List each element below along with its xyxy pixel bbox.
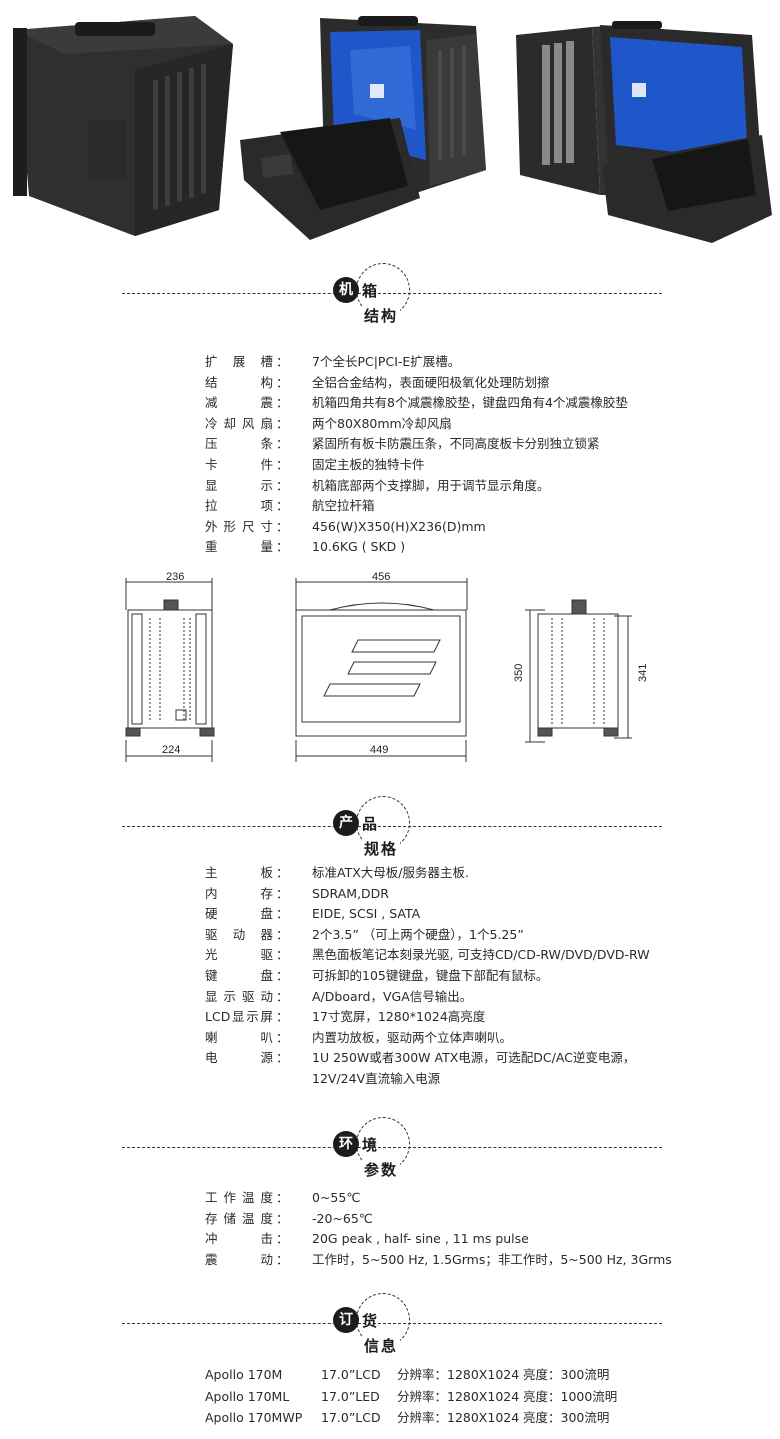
spec-row: 硬盘：EIDE, SCSI , SATA: [205, 906, 421, 922]
spec-row: 光驱：黑色面板笔记本刻录光驱, 可支持CD/CD-RW/DVD/DVD-RW: [205, 947, 650, 963]
spec-row: 冲击：20G peak , half- sine , 11 ms pulse: [205, 1231, 529, 1247]
section-badge: 环: [333, 1131, 359, 1157]
rear-view-drawing: [525, 599, 632, 743]
spec-row: 键盘：可拆卸的105键键盘，键盘下部配有鼠标。: [205, 967, 549, 983]
spec-row: 扩展槽：7个全长PC|PCI-E扩展槽。: [205, 354, 461, 369]
spec-row: 显示驱动：A/Dboard，VGA信号输出。: [205, 988, 473, 1004]
section-title-1: 箱: [362, 282, 378, 300]
spec-row: 电源：1U 250W或者300W ATX电源，可选配DC/AC逆变电源，: [205, 1050, 636, 1066]
spec-row: 主板：标准ATX大母板/服务器主板.: [205, 865, 469, 880]
section-badge: 订: [333, 1307, 359, 1333]
chassis-spec-list: 扩展槽：7个全长PC|PCI-E扩展槽。 结构：全铝合金结构，表面硬阳极氧化处理…: [205, 352, 725, 558]
resolution: 分辨率：1280X1024: [397, 1367, 520, 1382]
photo-closed-case: [13, 16, 233, 236]
section-badge: 产: [333, 810, 359, 836]
dim-rear-left: 350: [513, 664, 525, 682]
dimension-drawings: 236 224 456 449 350 341: [125, 571, 649, 762]
spec-row: 内存：SDRAM,DDR: [205, 885, 389, 901]
spec-row: LCD显示屏：17寸宽屏，1280*1024高亮度: [205, 1009, 486, 1025]
section-title-2: 信息: [362, 1335, 401, 1356]
section-header-product: 产 品 规格: [0, 796, 780, 866]
order-row: Apollo 170MWP 17.0”LCD 分辨率：1280X1024 亮度：…: [205, 1407, 725, 1429]
model-name: Apollo 170M: [205, 1367, 283, 1382]
dim-rear-right: 341: [637, 664, 649, 682]
dim-front-bottom: 449: [370, 744, 388, 756]
environment-spec-list: 工作温度：0~55℃ 存储温度：-20~65℃ 冲击：20G peak , ha…: [205, 1188, 725, 1270]
model-name: Apollo 170MWP: [205, 1410, 303, 1425]
section-title-2: 规格: [362, 838, 401, 859]
resolution: 分辨率：1280X1024: [397, 1388, 520, 1404]
screen-size: 17.0”LCD: [321, 1410, 381, 1425]
side-view-drawing: [125, 578, 215, 762]
resolution: 分辨率：1280X1024: [397, 1410, 520, 1425]
spec-row-continued: 12V/24V直流输入电源: [312, 1070, 441, 1086]
order-info-list: Apollo 170M 17.0”LCD 分辨率：1280X1024 亮度：30…: [205, 1364, 725, 1429]
section-header-order: 订 货 信息: [0, 1293, 780, 1363]
brightness: 亮度：300流明: [523, 1367, 610, 1382]
spec-row: 重量：10.6KG ( SKD ): [205, 539, 406, 555]
spec-row: 减震：机箱四角共有8个减震橡胶垫，键盘四角有4个减震橡胶垫: [205, 395, 628, 411]
brightness: 亮度：1000流明: [523, 1388, 618, 1404]
spec-row: 外形尺寸：456(W)X350(H)X236(D)mm: [205, 518, 486, 534]
screen-size: 17.0”LCD: [321, 1367, 381, 1382]
spec-row: 压条：紧固所有板卡防震压条，不同高度板卡分别独立锁紧: [205, 436, 600, 452]
dim-side-bottom: 224: [162, 744, 180, 756]
model-name: Apollo 170ML: [205, 1388, 290, 1404]
spec-row: 拉项：航空拉杆箱: [205, 498, 375, 514]
spec-row: 冷却风扇：两个80X80mm冷却风扇: [205, 415, 452, 431]
spec-row: 卡件：固定主板的独特卡件: [205, 456, 425, 472]
spec-row: 驱动器：2个3.5” （可上两个硬盘），1个5.25”: [205, 926, 524, 942]
spec-row: 喇叭：内置功放板，驱动两个立体声喇叭。: [205, 1029, 513, 1045]
photo-open-case: [240, 16, 486, 240]
order-row: Apollo 170M 17.0”LCD 分辨率：1280X1024 亮度：30…: [205, 1364, 725, 1386]
section-badge: 机: [333, 277, 359, 303]
photo-rear-view: [516, 21, 772, 243]
dim-side-top: 236: [166, 571, 184, 583]
spec-row: 结构：全铝合金结构，表面硬阳极氧化处理防划擦: [205, 374, 550, 390]
section-header-environment: 环 境 参数: [0, 1117, 780, 1187]
order-row: Apollo 170ML 17.0”LED 分辨率：1280X1024 亮度：1…: [205, 1386, 725, 1408]
dim-front-top: 456: [372, 571, 390, 583]
spec-row: 显示：机箱底部两个支撑脚，用于调节显示角度。: [205, 477, 550, 493]
spec-row: 存储温度：-20~65℃: [205, 1210, 373, 1226]
spec-row: 工作温度：0~55℃: [205, 1190, 361, 1205]
front-view-drawing: [295, 578, 468, 762]
screen-size: 17.0”LED: [321, 1388, 380, 1404]
section-title-2: 参数: [362, 1159, 401, 1180]
product-photos: [0, 0, 780, 250]
section-title-1: 品: [362, 815, 378, 833]
section-title-2: 结构: [362, 305, 401, 326]
section-title-1: 境: [362, 1136, 378, 1154]
product-spec-list: 主板：标准ATX大母板/服务器主板. 内存：SDRAM,DDR 硬盘：EIDE,…: [205, 863, 725, 1090]
section-title-1: 货: [362, 1312, 378, 1330]
spec-row: 震动：工作时，5~500 Hz, 1.5Grms；非工作时，5~500 Hz, …: [205, 1251, 672, 1267]
section-header-chassis: 机 箱 结构: [0, 263, 780, 333]
brightness: 亮度：300流明: [523, 1410, 610, 1425]
